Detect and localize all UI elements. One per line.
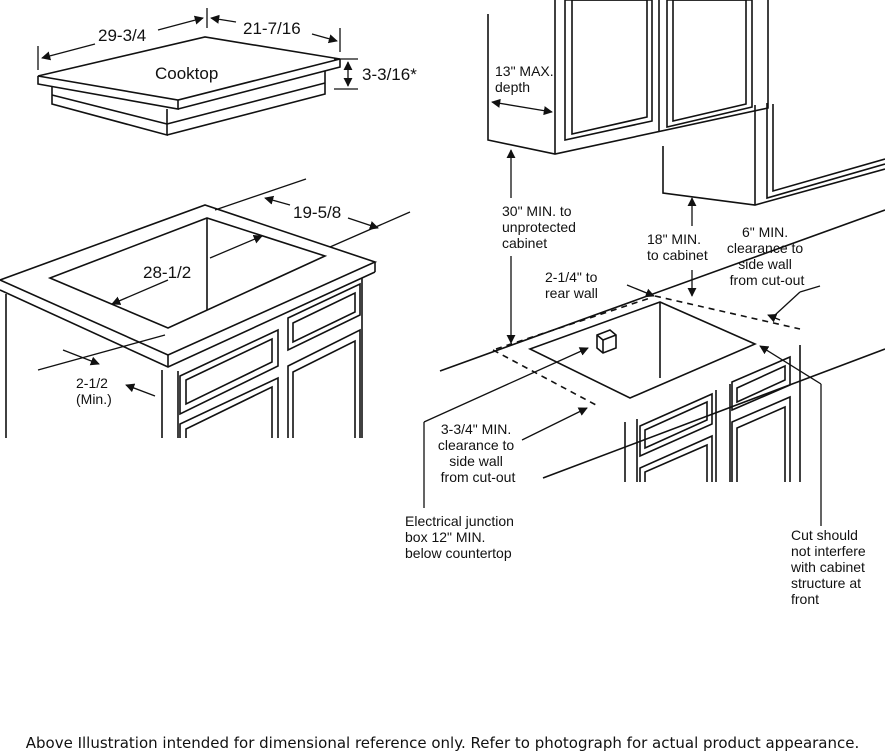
upper-cabinets-dimension-lines <box>491 98 697 344</box>
rear-wall-label: 2-1/4" to rear wall <box>545 269 601 301</box>
cooktop-width-label: 29-3/4 <box>98 26 146 45</box>
left-cabinet-drawing <box>0 204 378 438</box>
right-countertop-leader-lines <box>423 284 822 526</box>
cooktop-depth-label: 21-7/16 <box>243 19 301 38</box>
disclaimer-footer: Above Illustration intended for dimensio… <box>25 734 860 752</box>
upper-cabinets-drawing <box>487 0 885 206</box>
junction-box-label: Electrical junction box 12" MIN. below c… <box>405 513 518 561</box>
right-clearance-label: 6" MIN. clearance to side wall from cut-… <box>727 224 807 288</box>
cooktop-drawing <box>37 36 341 137</box>
left-cabinet-dimension-lines <box>37 178 411 397</box>
left-clearance-label: 3-3/4" MIN. clearance to side wall from … <box>438 421 518 485</box>
cutout-width-label: 28-1/2 <box>143 263 191 282</box>
cooktop-height-label: 3-3/16* <box>362 65 417 84</box>
right-countertop-drawing <box>439 209 885 482</box>
cooktop-label: Cooktop <box>155 64 218 83</box>
unprotected-cabinet-label: 30" MIN. to unprotected cabinet <box>502 203 580 251</box>
cutout-depth-label: 19-5/8 <box>293 203 341 222</box>
front-min-label: 2-1/2 (Min.) <box>76 375 112 407</box>
upper-max-depth-label: 13" MAX. depth <box>495 63 558 95</box>
cooktop-dimension-lines <box>37 8 358 90</box>
to-cabinet-label: 18" MIN. to cabinet <box>647 231 708 263</box>
cut-note-label: Cut should not interfere with cabinet st… <box>790 527 870 607</box>
